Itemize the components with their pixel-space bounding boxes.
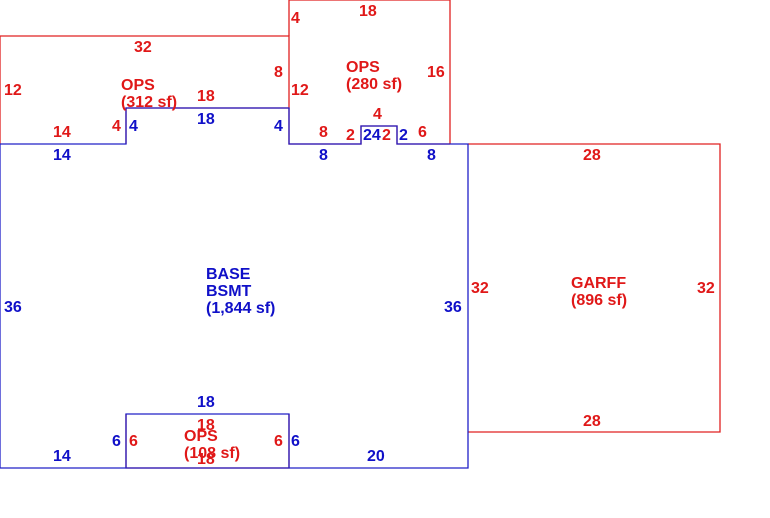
dim-label: 8 bbox=[427, 147, 436, 164]
dim-label: 32 bbox=[471, 280, 489, 297]
basement-outline bbox=[0, 107, 469, 469]
ops-left-label-2: (312 sf) bbox=[121, 94, 177, 111]
dim-label: 2 bbox=[382, 127, 391, 144]
garage-outline bbox=[468, 143, 721, 433]
garage-label-2: (896 sf) bbox=[571, 292, 627, 309]
dim-label: 4 bbox=[112, 118, 121, 135]
dim-label: 18 bbox=[197, 417, 215, 434]
dim-label: 6 bbox=[129, 433, 138, 450]
dim-label: 14 bbox=[53, 124, 71, 141]
ops-bottom-label-2: (108 sf) bbox=[184, 445, 240, 462]
dim-label: 28 bbox=[583, 147, 601, 164]
dim-label: 36 bbox=[444, 299, 462, 316]
dim-label: 28 bbox=[583, 413, 601, 430]
dim-label: 8 bbox=[274, 64, 283, 81]
dim-label: 6 bbox=[274, 433, 283, 450]
base-area-label-2: BSMT bbox=[206, 283, 252, 300]
dim-label: 18 bbox=[197, 88, 215, 105]
dim-label: 36 bbox=[4, 299, 22, 316]
dim-label: 32 bbox=[697, 280, 715, 297]
base-area-label-3: (1,844 sf) bbox=[206, 300, 275, 317]
basement-notch-outline bbox=[125, 413, 290, 468]
dim-label: 8 bbox=[319, 124, 328, 141]
dim-label: 18 bbox=[197, 111, 215, 128]
dim-label: 12 bbox=[4, 82, 22, 99]
dim-label: 18 bbox=[197, 451, 215, 468]
dim-label: 18 bbox=[197, 394, 215, 411]
dim-label: 4 bbox=[129, 118, 138, 135]
dim-label: 32 bbox=[134, 39, 152, 56]
dim-label: 6 bbox=[291, 433, 300, 450]
dim-label: 12 bbox=[291, 82, 309, 99]
dim-label: 24 bbox=[363, 127, 381, 144]
ops-top-label-2: (280 sf) bbox=[346, 76, 402, 93]
dim-label: 2 bbox=[399, 127, 408, 144]
dim-label: 14 bbox=[53, 147, 71, 164]
dim-label: 4 bbox=[373, 106, 382, 123]
base-area-label-1: BASE bbox=[206, 266, 251, 283]
ops-left-label-1: OPS bbox=[121, 77, 155, 94]
ops-bottom-label-1: OPS bbox=[184, 428, 218, 445]
garage-label-1: GARFF bbox=[571, 275, 626, 292]
dim-label: 18 bbox=[359, 3, 377, 20]
dim-label: 4 bbox=[291, 10, 300, 27]
dim-label: 4 bbox=[274, 118, 283, 135]
dim-label: 6 bbox=[112, 433, 121, 450]
dim-label: 6 bbox=[418, 124, 427, 141]
dim-label: 20 bbox=[367, 448, 385, 465]
ops-top-label-1: OPS bbox=[346, 59, 380, 76]
dim-label: 16 bbox=[427, 64, 445, 81]
dim-label: 14 bbox=[53, 448, 71, 465]
dim-label: 2 bbox=[346, 127, 355, 144]
dim-label: 8 bbox=[319, 147, 328, 164]
